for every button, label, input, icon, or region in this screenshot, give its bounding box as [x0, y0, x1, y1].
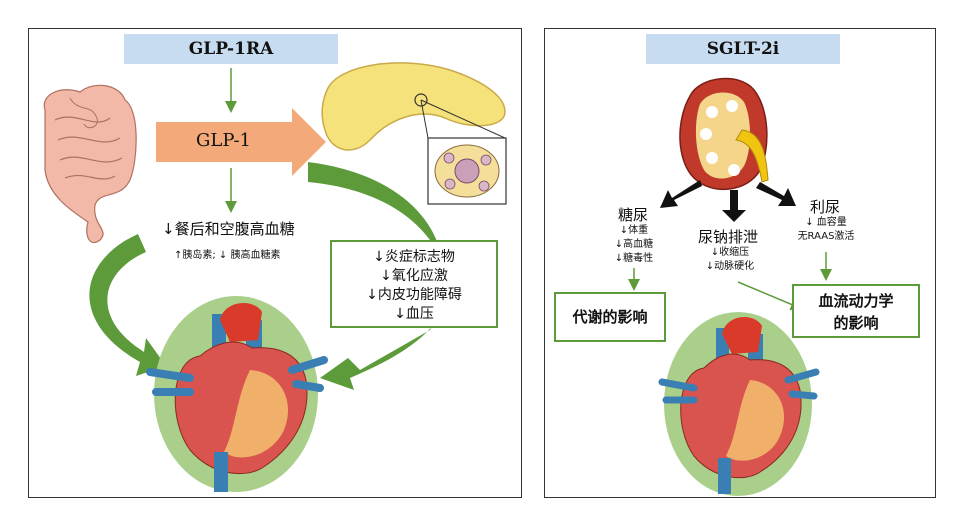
- natriuresis-item: ↓收缩压: [710, 247, 750, 258]
- natriuresis-title: 尿钠排泄: [698, 228, 759, 246]
- glycosuria-item: ↓体重: [619, 225, 649, 236]
- hemodynamic-box: 血流动力学 的影响: [792, 284, 920, 338]
- glp1-arrow: [156, 108, 326, 176]
- heart-icon-left: [146, 296, 328, 492]
- black-arrow-down: [722, 190, 746, 222]
- glycosuria-item: ↓高血糖: [614, 239, 654, 250]
- natriuresis-list: ↓收缩压 ↓动脉硬化: [700, 246, 760, 274]
- black-arrow-right: [756, 182, 796, 206]
- natriuresis-item: ↓动脉硬化: [705, 261, 755, 272]
- glp1ra-title: GLP-1RA: [124, 34, 338, 64]
- pancreas-icon: [321, 62, 507, 205]
- hormone-text: ↑胰岛素; ↓ 胰高血糖素: [174, 250, 281, 261]
- glycosuria-list: ↓体重 ↓高血糖 ↓糖毒性: [604, 224, 664, 266]
- intestine-icon: [43, 84, 137, 244]
- curved-arrow-left: [89, 234, 166, 376]
- effect-item: ↓血压: [394, 306, 434, 322]
- glycemia-text: ↓餐后和空腹高血糖: [162, 220, 295, 238]
- metabolic-box-label: 代谢的影响: [572, 308, 648, 326]
- diuresis-item: 无RAAS激活: [797, 231, 855, 242]
- glycosuria-item: ↓糖毒性: [614, 253, 654, 264]
- hemodynamic-box-line: 血流动力学: [818, 292, 894, 310]
- effect-item: ↓炎症标志物: [373, 249, 455, 265]
- glp1-arrow-label: GLP-1: [196, 130, 251, 151]
- diuresis-title: 利尿: [810, 198, 841, 216]
- glycosuria-title: 糖尿: [618, 206, 649, 224]
- effect-item: ↓氧化应激: [380, 268, 448, 284]
- kidney-icon: [679, 77, 769, 191]
- black-arrow-left: [660, 180, 702, 208]
- diuresis-list: ↓ 血容量 无RAAS激活: [794, 216, 858, 244]
- effect-item: ↓内皮功能障碍: [366, 287, 462, 303]
- effects-box: ↓炎症标志物 ↓氧化应激 ↓内皮功能障碍 ↓血压: [330, 240, 498, 328]
- hemodynamic-box-line: 的影响: [833, 314, 879, 332]
- metabolic-box: 代谢的影响: [554, 292, 666, 342]
- heart-icon-right: [658, 312, 820, 496]
- diuresis-item: ↓ 血容量: [805, 217, 847, 228]
- sglt2i-title: SGLT-2i: [646, 34, 840, 64]
- curved-arrow-right: [308, 162, 448, 390]
